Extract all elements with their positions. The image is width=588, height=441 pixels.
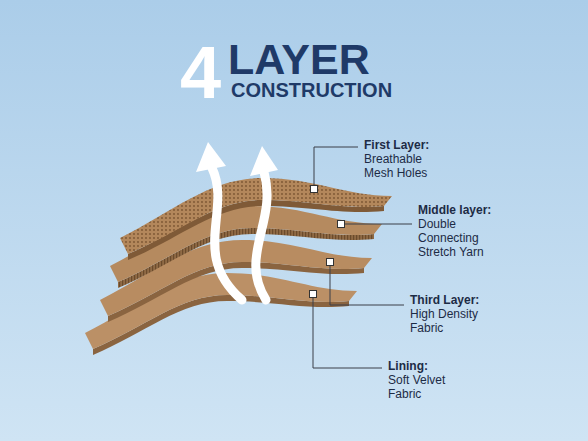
title-number: 4 — [180, 36, 221, 110]
lining-sheet — [85, 273, 357, 355]
callout-heading: Middle layer: — [418, 204, 528, 218]
callout-text: Breathable Mesh Holes — [364, 153, 430, 181]
callout-heading: First Layer: — [364, 139, 474, 153]
title-subword: CONSTRUCTION — [231, 80, 392, 100]
arrow-heads — [196, 142, 278, 176]
callout-heading: Third Layer: — [410, 294, 520, 308]
leader-lines — [313, 147, 412, 368]
callout-markers — [310, 186, 345, 298]
airflow-arrows — [212, 168, 267, 300]
title-word: LAYER — [228, 38, 370, 81]
callout-text: Soft Velvet Fabric — [388, 374, 456, 402]
callout-heading: Lining: — [388, 360, 498, 374]
callout-text: Double Connecting Stretch Yarn — [418, 218, 490, 259]
callout-text: High Density Fabric — [410, 308, 486, 336]
